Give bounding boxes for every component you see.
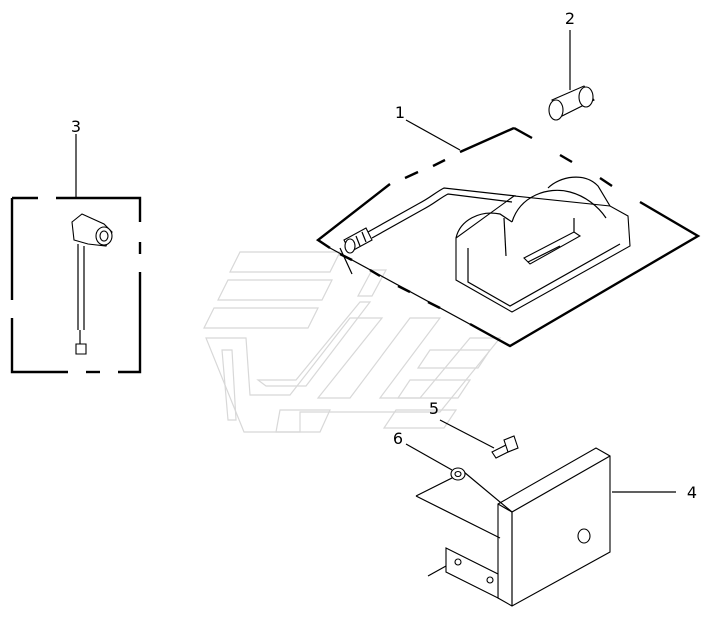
angle-bracket xyxy=(415,447,611,607)
washer xyxy=(450,467,466,481)
callout-4: 4 xyxy=(687,483,697,502)
callout-3: 3 xyxy=(71,117,81,136)
mounting-bracket xyxy=(455,176,631,313)
harness-cable xyxy=(339,187,517,275)
callout-1: 1 xyxy=(395,103,405,122)
sensor-assembly xyxy=(10,196,142,374)
watermark-logo xyxy=(203,251,502,433)
bolt xyxy=(491,435,519,459)
base-plate xyxy=(315,126,701,348)
callout-5: 5 xyxy=(429,399,439,418)
callout-2: 2 xyxy=(565,9,575,28)
leader-lines xyxy=(75,30,676,577)
roller-pin xyxy=(548,85,595,121)
callout-6: 6 xyxy=(393,429,403,448)
